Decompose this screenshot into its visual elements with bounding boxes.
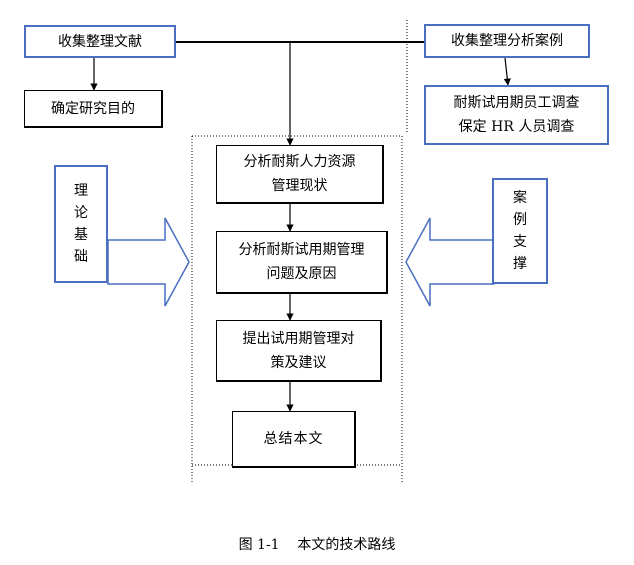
node-theory: 理 论 基 础	[54, 165, 108, 283]
node-propose: 提出试用期管理对 策及建议	[216, 320, 382, 382]
node-label: 保定 HR 人员调查	[458, 119, 575, 135]
node-label: 础	[74, 249, 88, 265]
node-collect-cases: 收集整理分析案例	[424, 24, 590, 58]
node-label: 策及建议	[270, 354, 327, 371]
node-summary: 总结本文	[232, 411, 356, 468]
node-label: 支	[513, 234, 527, 250]
node-case-support: 案 例 支 撑	[492, 178, 548, 284]
node-label: 论	[74, 205, 88, 221]
block-arrow-left	[405, 217, 495, 307]
block-arrow-right	[107, 217, 190, 307]
node-define-goal: 确定研究目的	[24, 90, 163, 128]
node-label: 基	[74, 227, 88, 243]
node-label: 收集整理分析案例	[451, 33, 563, 49]
node-label: 收集整理文献	[58, 33, 142, 50]
arrow-cases-to-survey	[503, 57, 511, 86]
node-collect-literature: 收集整理文献	[24, 25, 176, 58]
node-analyze-status: 分析耐斯人力资源 管理现状	[216, 145, 384, 204]
node-label: 确定研究目的	[51, 100, 135, 117]
node-label: 管理现状	[271, 178, 328, 194]
node-label: 问题及原因	[266, 266, 337, 282]
node-label: 耐斯试用期员工调查	[453, 95, 580, 111]
node-label: 提出试用期管理对	[242, 330, 355, 347]
node-label: 分析耐斯人力资源	[243, 154, 356, 170]
node-analyze-problems: 分析耐斯试用期管理 问题及原因	[216, 231, 388, 294]
node-label: 案	[513, 190, 527, 206]
node-survey: 耐斯试用期员工调查 保定 HR 人员调查	[424, 85, 609, 145]
node-label: 分析耐斯试用期管理	[238, 242, 365, 258]
node-label: 撑	[513, 256, 527, 272]
figure-caption: 图 1-1 本文的技术路线	[238, 537, 396, 553]
node-label: 理	[74, 183, 88, 199]
node-label: 例	[513, 212, 527, 228]
node-label: 总结本文	[263, 431, 324, 447]
